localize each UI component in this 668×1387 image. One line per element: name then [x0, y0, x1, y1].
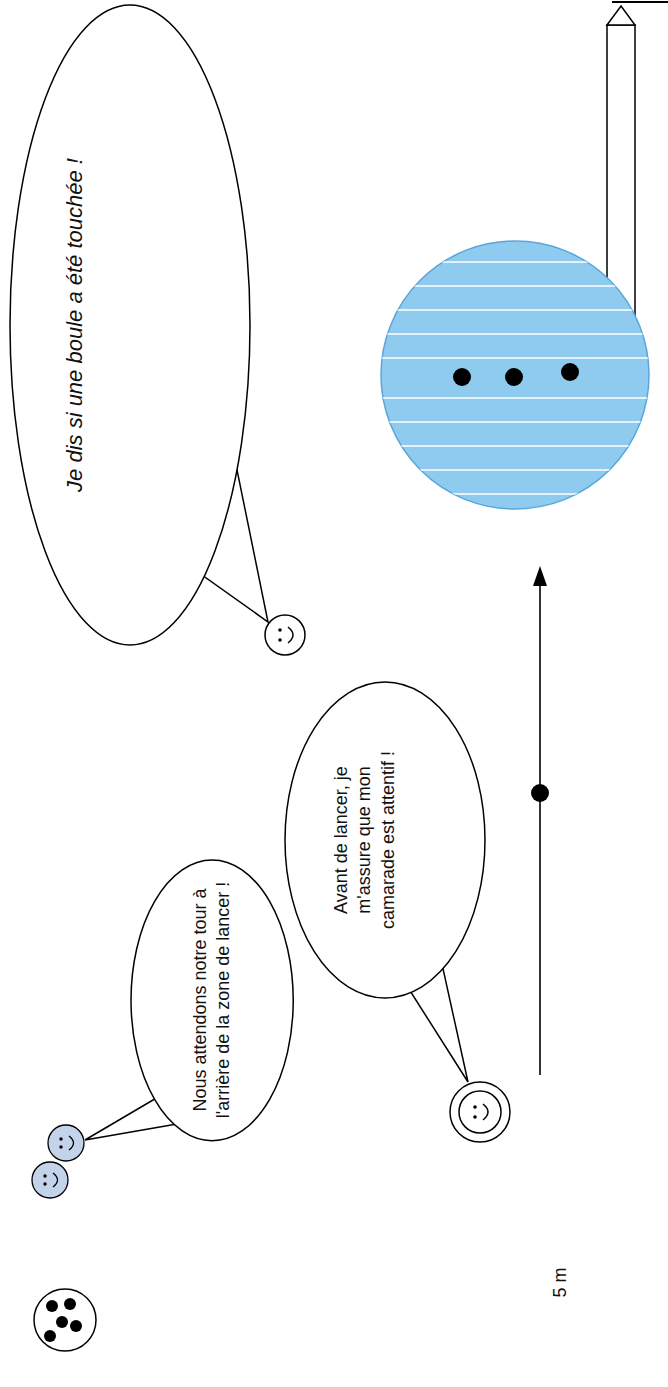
speech-bubble: Je dis si une boule a été touchée !	[8, 3, 252, 647]
smiley	[265, 615, 305, 655]
bubble-ellipse	[131, 860, 293, 1141]
bubble-sentence: Je dis si une boule a été touchée !	[61, 105, 90, 545]
bubble-sentence: Avant de lancer, je m'assure que mon cam…	[330, 743, 400, 938]
bubble-text: Avant de lancer, je m'assure que mon cam…	[330, 743, 400, 938]
smiley	[32, 1162, 68, 1198]
corner-rule	[612, 1, 668, 3]
smiley	[450, 1082, 510, 1142]
bubble-ellipse	[10, 5, 250, 645]
bubble-outline	[8, 3, 252, 647]
smiley	[48, 1125, 84, 1161]
speech-bubble: Avant de lancer, je m'assure que mon cam…	[283, 680, 487, 1000]
bubble-text: Je dis si une boule a été touchée !	[61, 105, 90, 545]
throw-arrow	[531, 566, 549, 1075]
bubble-text: Nous attendons notre tour à l'arrière de…	[189, 880, 236, 1120]
speech-bubble: Nous attendons notre tour à l'arrière de…	[129, 858, 295, 1143]
ball-pile	[34, 1289, 96, 1351]
distance-label: 5 m	[549, 1267, 570, 1297]
bubble-ellipse	[285, 682, 485, 998]
bubble-outline	[129, 858, 295, 1143]
bubble-sentence: Nous attendons notre tour à l'arrière de…	[189, 880, 236, 1120]
target-zone	[370, 241, 660, 509]
